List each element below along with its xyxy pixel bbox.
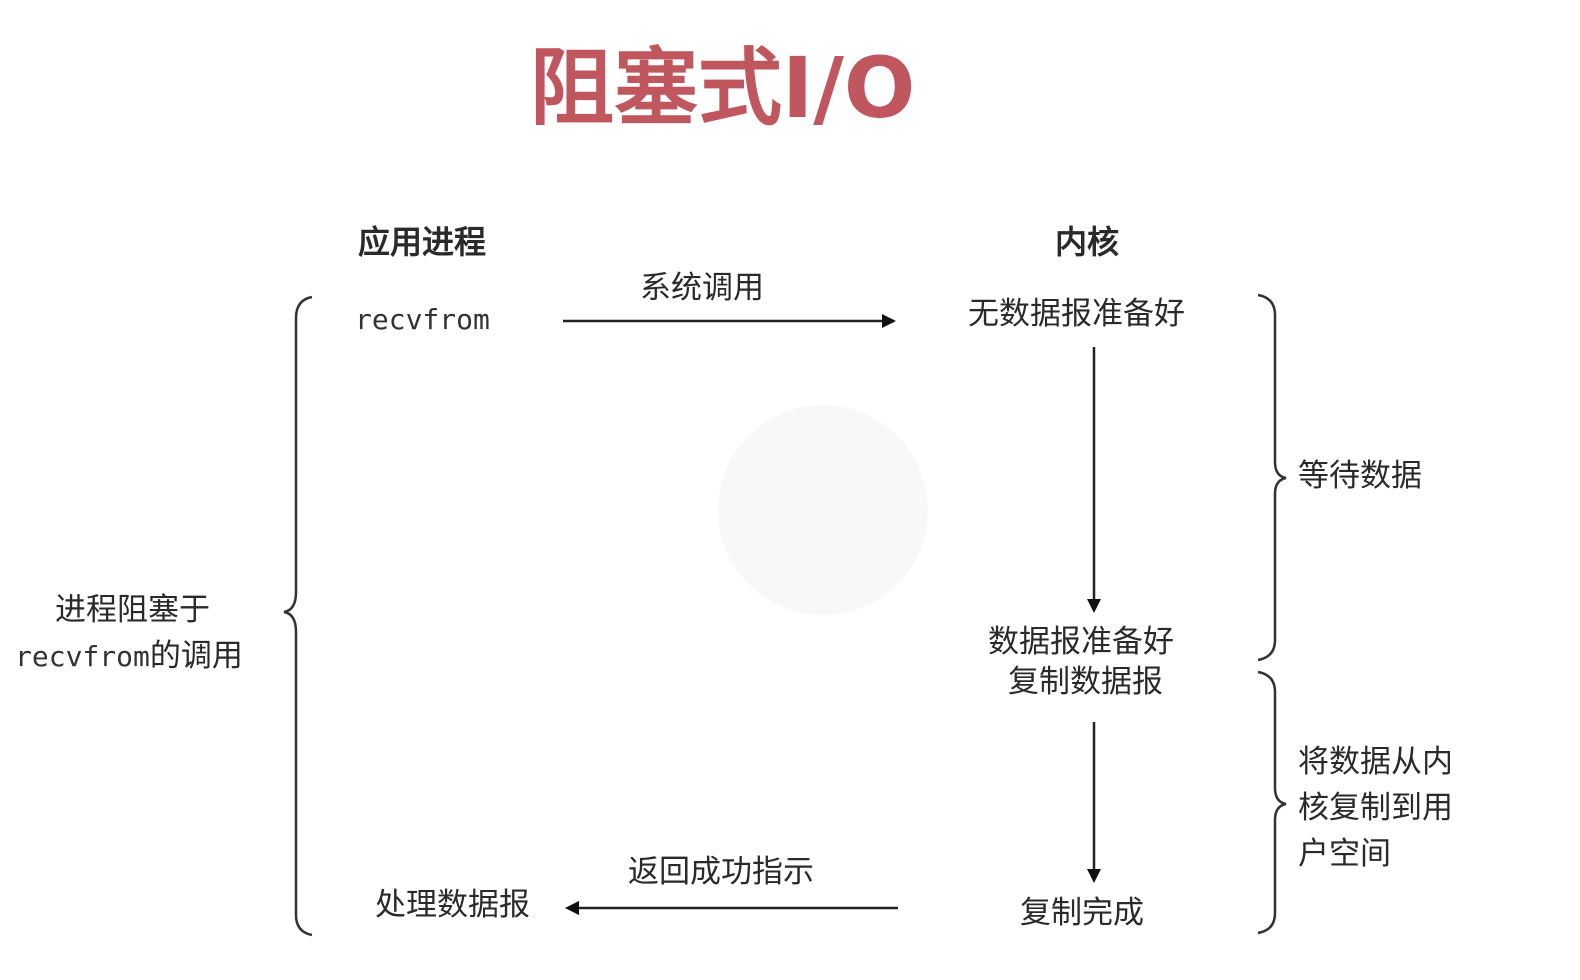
watermark-circle <box>718 405 928 615</box>
blocked-label-code: recvfrom <box>15 640 150 673</box>
blocked-label-line1: 进程阻塞于 <box>55 592 210 628</box>
no-datagram-ready-label: 无数据报准备好 <box>968 296 1185 332</box>
app-process-header: 应用进程 <box>358 223 487 261</box>
kernel-header: 内核 <box>1055 223 1120 261</box>
recvfrom-call: recvfrom <box>355 303 490 336</box>
process-datagram-label: 处理数据报 <box>375 887 530 923</box>
blocked-label-line2: recvfrom的调用 <box>15 636 243 677</box>
page-title: 阻塞式I/O <box>530 39 916 137</box>
copy-phase-line1: 将数据从内 <box>1298 744 1453 780</box>
wait-for-data-label: 等待数据 <box>1298 458 1422 494</box>
copy-phase-line3: 户空间 <box>1298 836 1391 872</box>
copy-brace <box>1257 670 1287 935</box>
wait-brace <box>1257 293 1287 662</box>
copy-phase-line2: 核复制到用 <box>1298 790 1453 826</box>
blocked-brace <box>283 295 313 937</box>
return-success-label: 返回成功指示 <box>628 854 814 890</box>
datagram-ready-label: 数据报准备好 <box>988 624 1174 660</box>
blocked-label-suffix: 的调用 <box>149 638 243 674</box>
copy-complete-label: 复制完成 <box>1020 895 1144 931</box>
copy-datagram-label: 复制数据报 <box>1008 664 1163 700</box>
system-call-label: 系统调用 <box>640 270 764 306</box>
